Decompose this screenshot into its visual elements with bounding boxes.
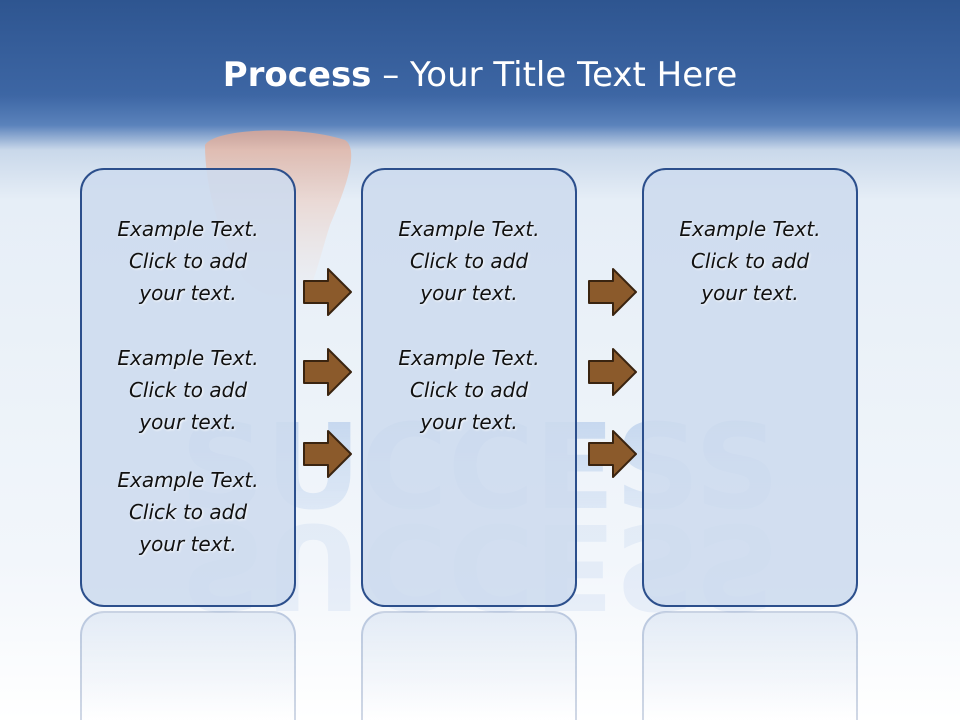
- text-block[interactable]: Example Text. Click to add your text.: [82, 342, 294, 438]
- text-block[interactable]: Example Text. Click to add your text.: [82, 464, 294, 560]
- text-line: Click to add: [409, 249, 529, 273]
- text-block[interactable]: Example Text. Click to add your text.: [644, 213, 856, 309]
- box-reflection: [642, 611, 858, 720]
- text-line: your text.: [139, 410, 237, 434]
- title-bold: Process: [222, 55, 372, 95]
- title-rest: – Your Title Text Here: [371, 55, 738, 95]
- text-line: Click to add: [409, 378, 529, 402]
- text-line: your text.: [139, 532, 237, 556]
- text-line: Click to add: [128, 500, 248, 524]
- text-line: your text.: [420, 410, 518, 434]
- text-line: Example Text.: [117, 468, 259, 492]
- text-line: your text.: [420, 281, 518, 305]
- process-box-3[interactable]: Example Text. Click to add your text.: [642, 168, 858, 607]
- box-reflection: [80, 611, 296, 720]
- text-line: Example Text.: [679, 217, 821, 241]
- text-line: your text.: [139, 281, 237, 305]
- slide-title[interactable]: Process – Your Title Text Here: [0, 50, 960, 100]
- box-reflection: [361, 611, 577, 720]
- text-line: Example Text.: [398, 346, 540, 370]
- text-line: your text.: [701, 281, 799, 305]
- text-line: Click to add: [128, 249, 248, 273]
- text-block[interactable]: Example Text. Click to add your text.: [363, 213, 575, 309]
- right-arrow-icon: [303, 430, 352, 478]
- text-line: Click to add: [690, 249, 810, 273]
- text-line: Example Text.: [117, 346, 259, 370]
- text-line: Example Text.: [398, 217, 540, 241]
- process-box-1[interactable]: Example Text. Click to add your text. Ex…: [80, 168, 296, 607]
- right-arrow-icon: [588, 348, 637, 396]
- process-box-2[interactable]: Example Text. Click to add your text. Ex…: [361, 168, 577, 607]
- text-block[interactable]: Example Text. Click to add your text.: [82, 213, 294, 309]
- right-arrow-icon: [588, 430, 637, 478]
- text-line: Click to add: [128, 378, 248, 402]
- right-arrow-icon: [303, 348, 352, 396]
- right-arrow-icon: [588, 268, 637, 316]
- text-line: Example Text.: [117, 217, 259, 241]
- text-block[interactable]: Example Text. Click to add your text.: [363, 342, 575, 438]
- right-arrow-icon: [303, 268, 352, 316]
